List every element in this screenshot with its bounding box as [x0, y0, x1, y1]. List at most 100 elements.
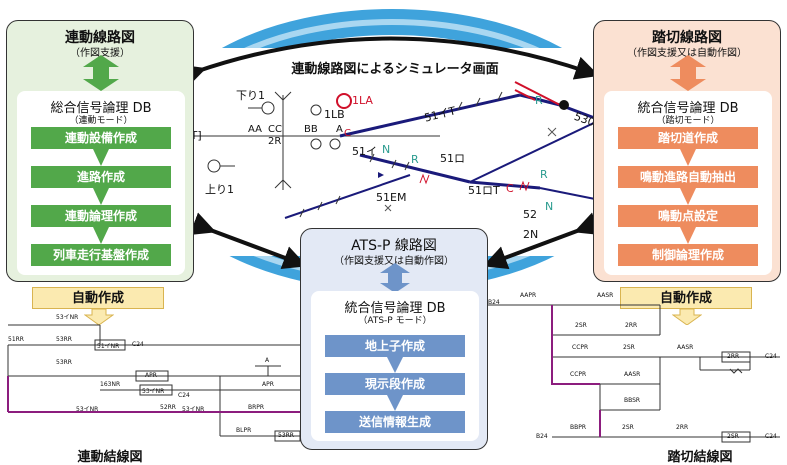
lw-label: BRPR — [248, 404, 265, 411]
label-51ro: 51ロ — [440, 152, 465, 165]
crossing-title: 踏切線路図 — [652, 30, 722, 46]
lw-label: C24 — [178, 392, 190, 399]
label-nobori: 上り1 — [205, 183, 234, 196]
label-r-1: R — [535, 94, 543, 107]
label-cc: CC — [268, 124, 282, 135]
rw-label: C24 — [765, 353, 777, 360]
label-1la: 1LA — [352, 94, 373, 107]
rw-label: AASR — [597, 292, 614, 299]
label-51rot: 51ロT — [468, 184, 500, 197]
interlocking-step-1: 連動設備作成 — [31, 127, 171, 149]
label-r-2: R — [411, 153, 419, 166]
label-c-2: C — [344, 128, 351, 139]
rw-label: BBPR — [570, 424, 587, 431]
rw-label: 2SR — [727, 433, 739, 440]
rw-label: B24 — [536, 433, 548, 440]
label-51em: 51EM — [376, 191, 407, 204]
interlocking-title: 連動線路図 — [65, 30, 135, 46]
rw-label: AASR — [624, 371, 641, 378]
label-51i: 51イ — [352, 145, 377, 158]
label-kudari: 下り1 — [236, 89, 265, 102]
rw-label: AASR — [677, 344, 694, 351]
crossing-panel: 踏切線路図 （作図支援又は自動作図） 統合信号論理 DB （踏切モード） 踏切道… — [593, 20, 781, 282]
green-step-arrows — [93, 149, 109, 244]
lw-label: 51イNR — [97, 343, 120, 350]
atsp-step-1: 地上子作成 — [325, 335, 465, 357]
interlocking-panel: 連動線路図 （作図支援） 総合信号論理 DB （連動モード） 連動設備作成 進路… — [6, 20, 194, 282]
label-n-2: N — [545, 200, 554, 213]
lw-label: APR — [262, 381, 274, 388]
auto-arrow-left — [84, 309, 114, 325]
rw-label: 2RR — [676, 424, 689, 431]
label-n-1: N — [382, 143, 391, 156]
atsp-title: ATS-P 線路図 — [351, 238, 437, 254]
rw-label: CCPR — [572, 344, 589, 351]
crossing-db: 統合信号論理 DB （踏切モード） 踏切道作成 鳴動進路自動抽出 鳴動点設定 制… — [604, 91, 772, 275]
atsp-panel: ATS-P 線路図 （作図支援又は自動作図） 統合信号論理 DB （ATS-P … — [300, 228, 488, 450]
interlocking-step-4: 列車走行基盤作成 — [31, 244, 171, 266]
crossing-step-2: 鳴動進路自動抽出 — [618, 166, 758, 188]
lw-label: APR — [145, 372, 157, 379]
atsp-db: 統合信号論理 DB （ATS-P モード） 地上子作成 現示段作成 送信情報生成 — [311, 291, 479, 441]
rw-label: 2SR — [575, 322, 587, 329]
atsp-subtitle: （作図支援又は自動作図） — [334, 256, 454, 267]
atsp-db-title: 統合信号論理 DB — [344, 301, 446, 316]
green-double-arrow — [83, 55, 119, 91]
rw-label: B24 — [488, 299, 500, 306]
crossing-step-4: 制御論理作成 — [618, 244, 758, 266]
interlocking-db-title: 総合信号論理 DB — [50, 101, 152, 116]
blue-step-arrows — [387, 357, 403, 411]
rw-label: 2RR — [727, 353, 740, 360]
rw-label: CCPR — [570, 371, 587, 378]
orange-step-arrows — [680, 149, 696, 244]
lw-label: 163NR — [100, 381, 121, 388]
caption-crossing-wiring: 踏切結線図 — [667, 450, 733, 465]
interlocking-step-3: 連動論理作成 — [31, 205, 171, 227]
interlocking-subtitle: （作図支援） — [70, 48, 130, 59]
label-r-3: R — [540, 168, 548, 181]
label-bb: BB — [304, 124, 318, 135]
blue-double-arrow — [380, 263, 410, 293]
orange-double-arrow — [670, 55, 706, 91]
label-c-1: C — [506, 182, 514, 195]
atsp-step-3: 送信情報生成 — [325, 411, 465, 433]
rw-label: 2SR — [623, 344, 635, 351]
rw-label: 2SR — [622, 424, 634, 431]
label-a: A — [336, 124, 343, 135]
rw-label: BBSR — [624, 397, 641, 404]
label-1lb: 1LB — [324, 108, 345, 121]
lw-label: 53RR — [56, 359, 72, 366]
lw-label: 53イNR — [182, 406, 205, 413]
lw-label: 53イNR — [142, 388, 165, 395]
atsp-step-2: 現示段作成 — [325, 373, 465, 395]
lw-label: C24 — [132, 341, 144, 348]
interlocking-db: 総合信号論理 DB （連動モード） 連動設備作成 進路作成 連動論理作成 列車走… — [17, 91, 185, 275]
crossing-db-mode: （踏切モード） — [656, 116, 720, 126]
rw-label: C24 — [765, 433, 777, 440]
lw-label: 53イNR — [56, 314, 79, 321]
crossing-step-1: 踏切道作成 — [618, 127, 758, 149]
interlocking-db-mode: （連動モード） — [69, 116, 133, 126]
caption-interlocking-wiring: 連動結線図 — [77, 450, 143, 465]
lw-label: 51RR — [8, 336, 24, 343]
crossing-subtitle: （作図支援又は自動作図） — [627, 48, 747, 59]
lw-label: A — [265, 357, 270, 364]
left-wiring-labels: 53イNR 51RR 53RR 51イNR C24 53RR APR A 163… — [0, 0, 300, 465]
atsp-db-mode: （ATS-P モード） — [358, 316, 432, 326]
lw-label: 53イNR — [76, 406, 99, 413]
lw-label: 53RR — [278, 432, 294, 439]
label-aa: AA — [248, 124, 262, 135]
lw-label: BLPR — [236, 427, 252, 434]
rw-label: AAPR — [520, 292, 537, 299]
lw-label: 53RR — [56, 336, 72, 343]
crossing-step-3: 鳴動点設定 — [618, 205, 758, 227]
auto-arrow-right — [672, 309, 702, 325]
interlocking-step-2: 進路作成 — [31, 166, 171, 188]
rw-label: 2RR — [625, 322, 638, 329]
label-2r: 2R — [268, 136, 282, 147]
